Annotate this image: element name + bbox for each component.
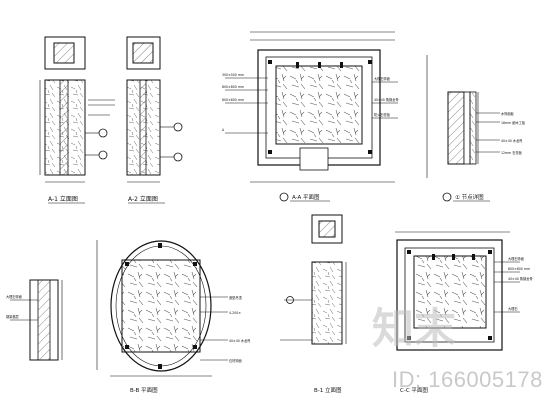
room-plan-top: 300×500 mm 800×800 mm 600×600 mm A 大理石饰面… xyxy=(222,31,399,202)
room-plan-bottom: 大理石饰面 800×800 mm 40×40 角钢龙骨 大理石 C-C 平面图 xyxy=(395,231,533,394)
wall-detail: 木饰面板 18mm 细木工板 40×40 木龙骨 12mm 石膏板 ① 节点详图 xyxy=(426,55,526,202)
callout-bottom-1: 大理石饰面 xyxy=(508,256,524,261)
callout-wall-4: 12mm 石膏板 xyxy=(501,150,523,155)
callout-top-1: 300×500 mm xyxy=(222,73,244,77)
view-label-b1: B-1 立面图 xyxy=(314,386,342,394)
callout-bottom-3: 40×40 角钢龙骨 xyxy=(508,276,533,281)
view-label-cc: C-C 平面图 xyxy=(400,386,428,394)
callout-oval-1: 造型吊顶 xyxy=(229,295,243,300)
callout-bottom-2: 800×800 mm xyxy=(508,267,530,271)
callout-top-6: 40×40 角钢龙骨 xyxy=(374,97,399,102)
view-label-a1: A-1 立面图 xyxy=(48,195,78,203)
callout-wall-2: 18mm 细木工板 xyxy=(501,120,526,125)
watermark-logo: 知末 xyxy=(372,304,456,353)
view-label-bb: B-B 平面图 xyxy=(130,386,158,394)
callout-oval-3: 40×40 木龙骨 xyxy=(229,338,250,343)
callout-top-7: 防火石膏板 xyxy=(374,112,391,117)
callout-small-1: 大理石饰面 xyxy=(6,294,22,299)
small-elevation: 大理石饰面 钢架基层 xyxy=(6,279,63,361)
view-label-a2: A-2 立面图 xyxy=(128,195,158,203)
callout-oval-2: 4-200× xyxy=(229,311,241,315)
oval-ceiling-plan: 造型吊顶 4-200× 40×40 木龙骨 石材饰面 B-B 平面图 xyxy=(96,240,250,394)
view-label-aa: A-A 平面图 xyxy=(292,193,320,201)
callout-wall-3: 40×40 木龙骨 xyxy=(501,138,522,143)
callout-bottom-4: 大理石 xyxy=(508,306,518,311)
watermark-logo-text: 知末 xyxy=(372,304,456,353)
callout-top-2: 800×800 mm xyxy=(222,85,244,89)
callout-wall-1: 木饰面板 xyxy=(501,111,515,116)
pillar-elevation-mid: B-1 立面图 xyxy=(280,214,347,394)
callout-small-2: 钢架基层 xyxy=(6,314,19,319)
view-label-detail: ① 节点详图 xyxy=(455,193,484,201)
callout-top-5: 大理石饰面 xyxy=(374,76,390,81)
callout-top-3: 600×600 mm xyxy=(222,98,244,102)
callout-top-4: A xyxy=(222,128,225,132)
callout-oval-4: 石材饰面 xyxy=(229,358,242,363)
pillar-section-right: A-2 立面图 xyxy=(126,36,183,204)
pillar-section-left: A-1 立面图 xyxy=(39,36,115,204)
watermark-id: ID: 166005178 xyxy=(392,367,543,392)
